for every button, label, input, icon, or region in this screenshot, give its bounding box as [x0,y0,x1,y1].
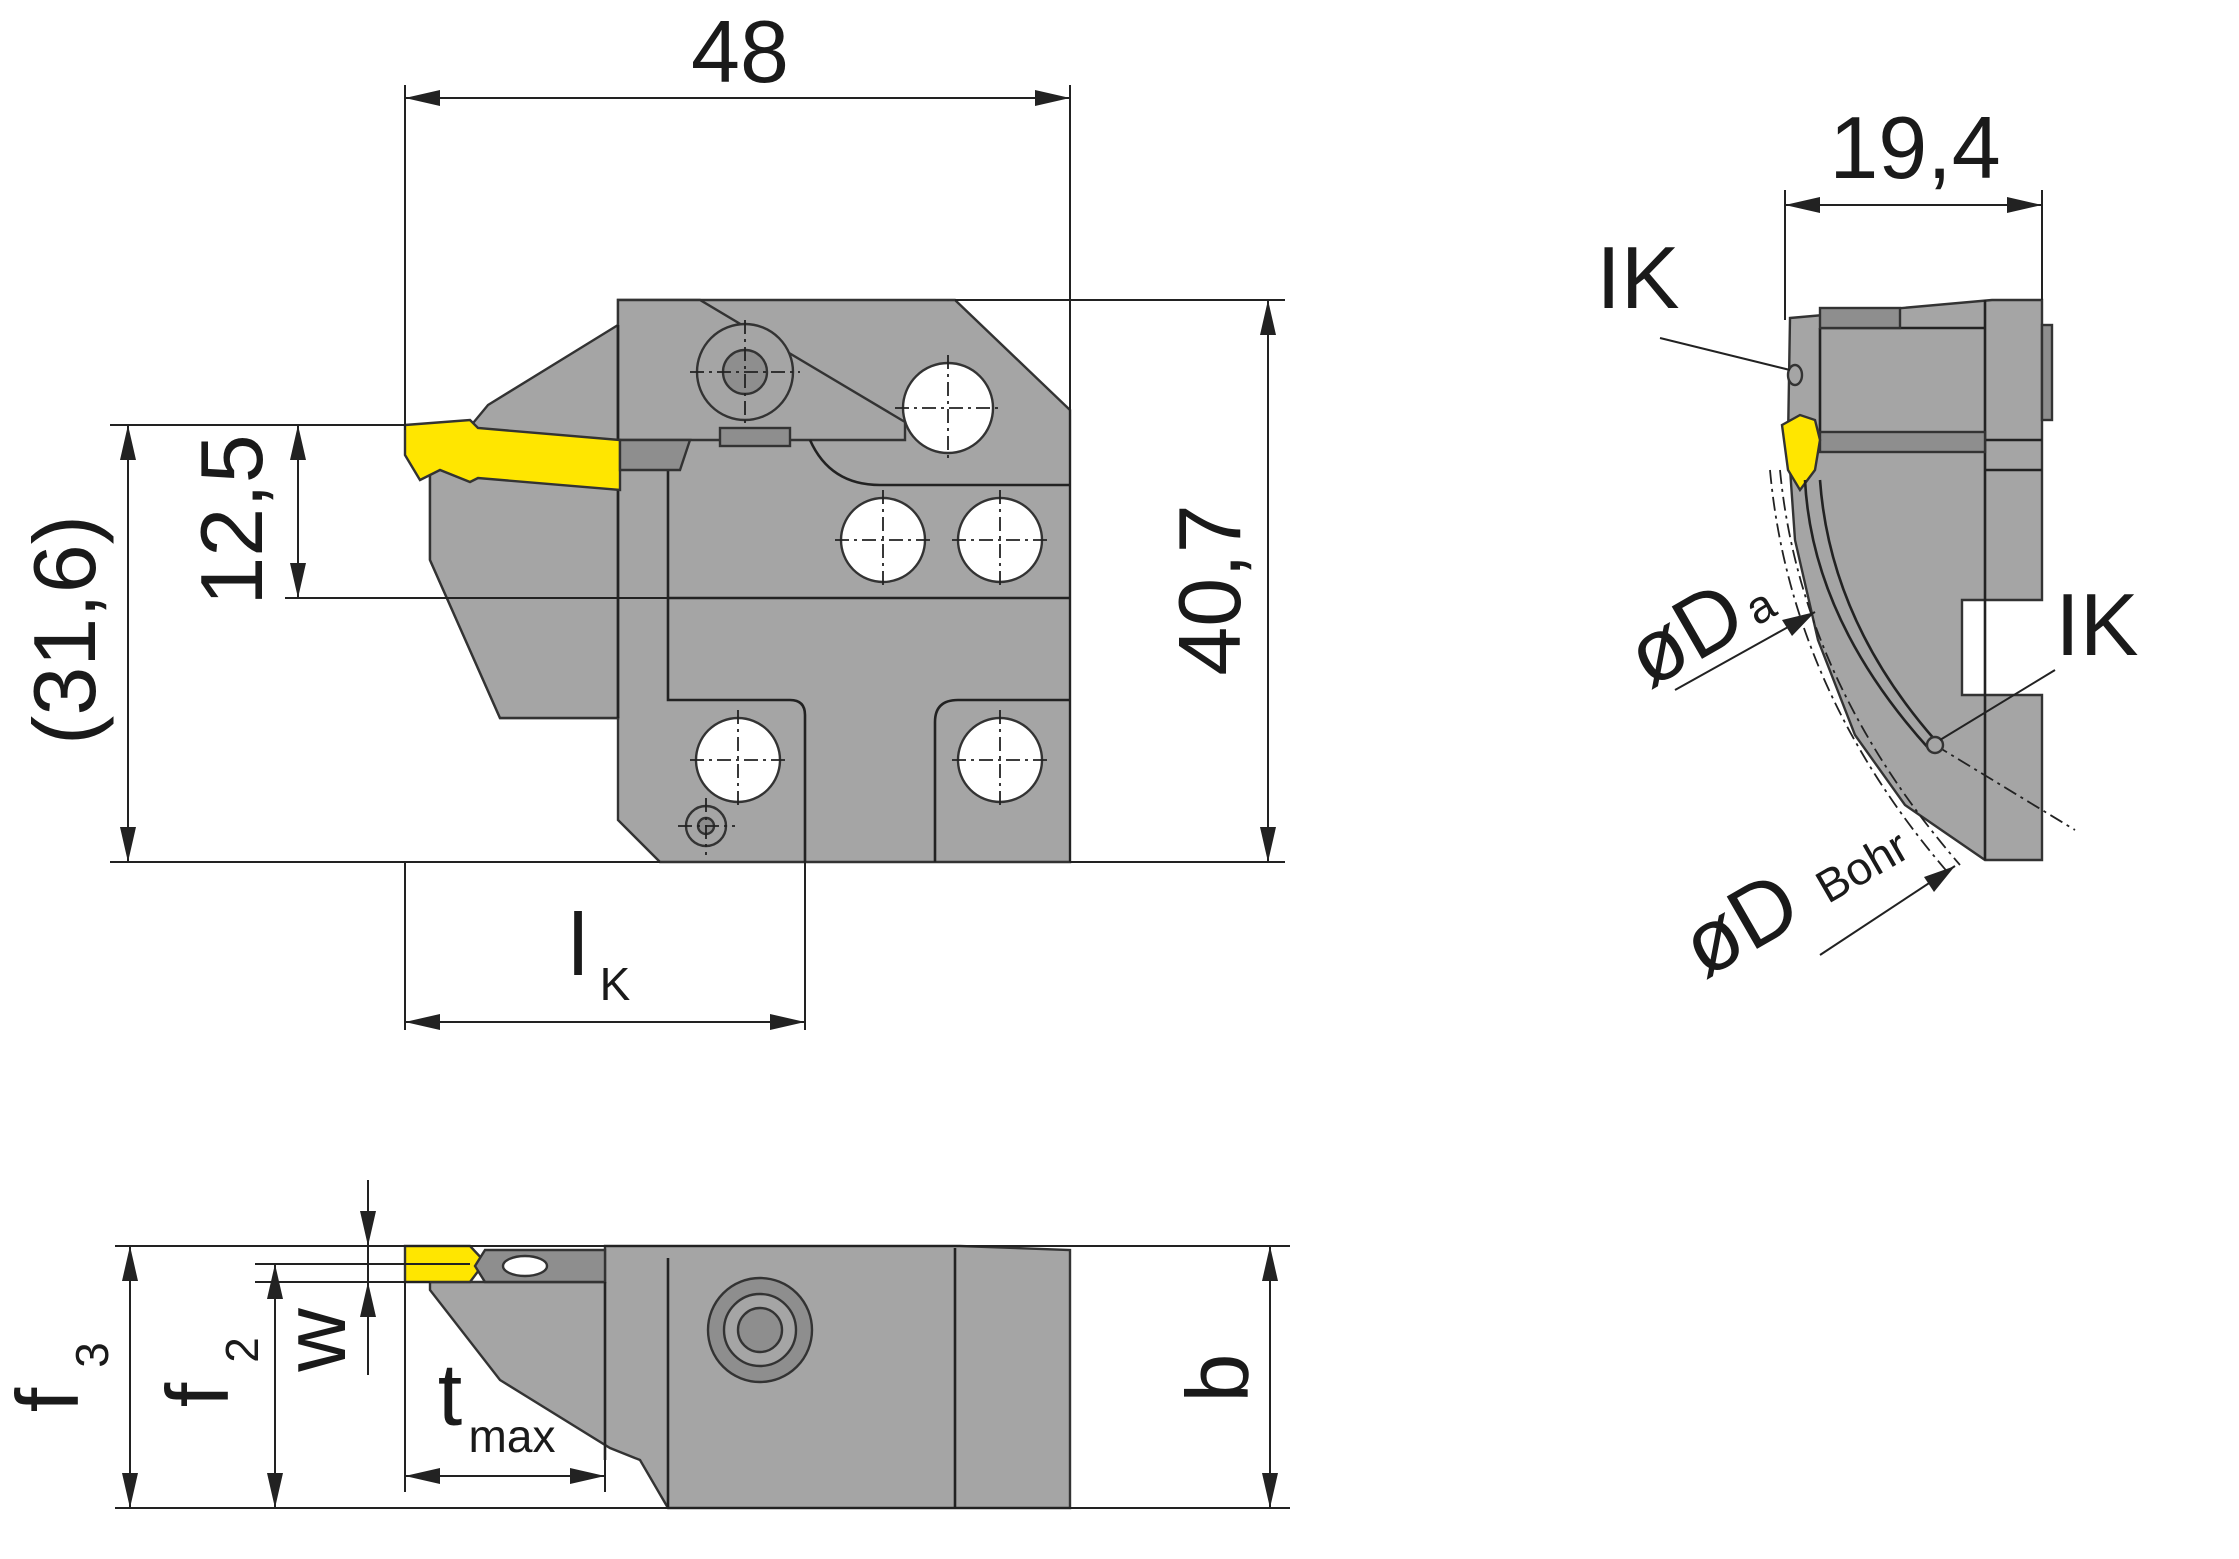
bore-arc [1779,469,1961,866]
clamp-wedge [428,322,620,720]
top-insert-hole [501,1254,549,1278]
dim-f2-sub: 2 [216,1337,268,1363]
ik-port-top [1786,363,1804,387]
dim-dbohr-label: øD [1664,851,1815,995]
dim-side-19-4: 19,4 [1784,98,2043,320]
screw-slot [718,426,792,448]
ik-axis [1934,744,2076,831]
dim-b-label: b [1168,1354,1267,1403]
side-screw [1818,306,1902,330]
top-view [403,1244,1072,1510]
dim-31-6-label: (31,6) [15,515,114,745]
dim-width-48: 48 [404,2,1071,862]
dim-lk: l K [404,862,806,1030]
dim-dbohr: øD Bohr [1664,819,1956,996]
dim-lk-label: l [568,895,588,994]
dim-48-label: 48 [691,2,789,101]
inner-edge [933,698,1070,862]
dim-12-5-label: 12,5 [182,434,281,605]
dim-19-4-label: 19,4 [1829,98,2000,197]
dim-f2-label: f [148,1382,247,1407]
dim-top-view [115,1180,1290,1509]
side-view [1769,298,2076,876]
dim-da-label: øD [1609,561,1760,705]
dim-f3-sub: 3 [66,1342,118,1368]
dim-f3-label: f [0,1387,97,1412]
front-view [403,298,1072,864]
inner-edge [666,598,807,862]
coolant-channel [1818,479,1936,741]
ik-top-label: IK [1596,228,1679,327]
side-slot [1818,430,1987,454]
dim-w-label: w [265,1308,364,1373]
top-screw-socket [736,1306,784,1354]
coolant-channel [1803,479,1931,751]
dim-lk-sub: K [600,958,631,1010]
dim-height-31-6: (31,6) [15,424,660,863]
ik-port-bottom [1925,735,1945,755]
ik-bottom-label: IK [2055,575,2138,674]
insert-pocket [618,438,692,472]
dim-40-7-label: 40,7 [1160,504,1259,675]
cutting-insert [403,418,622,492]
top-view-labels: f 3 f 2 w t max b [0,1308,1267,1462]
bore-arc [1769,469,1951,876]
inner-edge [808,439,1070,487]
dim-height-12-5: 12,5 [182,425,668,606]
dim-height-40-7: 40,7 [955,299,1285,863]
side-body [1786,298,2044,862]
dim-tmax-label: t [438,1345,462,1444]
dim-tmax-sub: max [469,1410,556,1462]
side-tab [2040,323,2054,422]
side-insert [1780,413,1822,493]
ik-labels: IK IK [1596,228,2139,741]
dim-dbohr-sub: Bohr [1807,819,1917,913]
dim-da: øD a [1609,561,1816,706]
